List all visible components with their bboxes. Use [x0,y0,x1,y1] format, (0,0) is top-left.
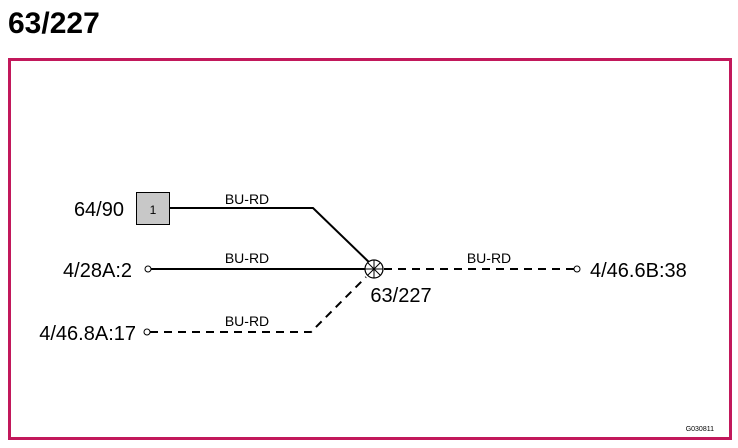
frame-border [8,58,732,440]
image-code-label: G030811 [686,426,714,433]
connector-left-bottom-label: 4/46.8A:17 [39,323,136,345]
wire-right-label: BU-RD [467,250,511,266]
wire-top-label: BU-RD [225,191,269,207]
component-box [136,192,170,225]
connector-terminal-right [573,265,581,273]
page-title: 63/227 [8,7,100,40]
component-ref-label: 64/90 [74,199,124,221]
wiring-diagram: 1 64/90 BU-RD 4/28A:2 BU-RD 4/46.8A:17 B… [8,58,732,440]
splice-crosshair-icon [364,259,384,279]
wire-middle-label: BU-RD [225,250,269,266]
component-pin-label: 1 [150,203,157,217]
splice-label: 63/227 [370,285,431,307]
wire-top [170,207,375,268]
connector-terminal-left-bottom [143,328,151,336]
connector-terminal-left-middle [144,265,152,273]
connector-left-middle-label: 4/28A:2 [63,260,132,282]
wire-bottom [150,276,367,333]
connector-right-label: 4/46.6B:38 [590,260,687,282]
wire-bottom-label: BU-RD [225,313,269,329]
